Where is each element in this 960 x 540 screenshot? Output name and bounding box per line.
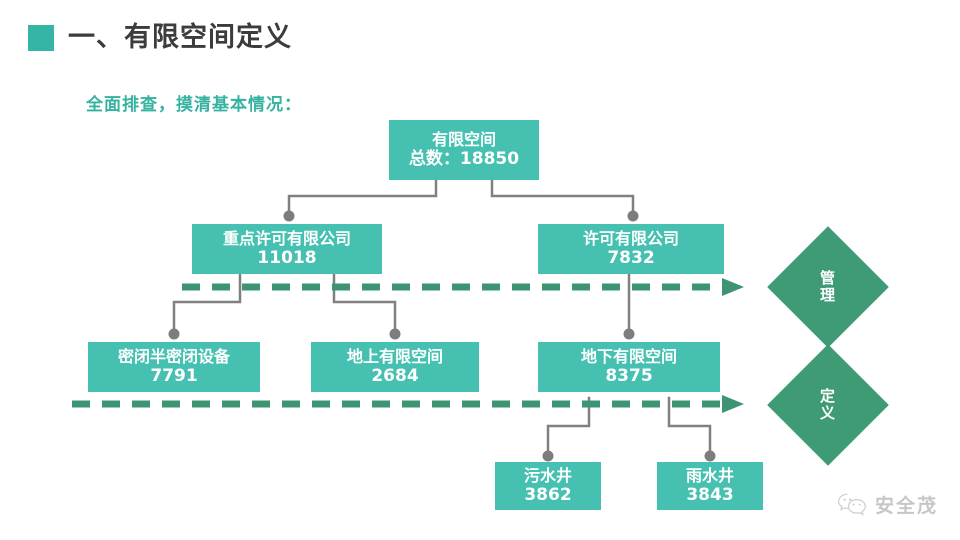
edge-root-to-key-perm [287, 178, 438, 216]
diamond-define-label: 定 义 [788, 362, 868, 448]
watermark-text: 安全茂 [874, 495, 938, 517]
edge-underground-to-rainwater [667, 396, 712, 456]
node-sealed-label: 密闭半密闭设备 [117, 346, 230, 366]
node-underground-value: 8375 [605, 366, 653, 386]
node-sewage-label: 污水井 [523, 465, 572, 485]
node-rainwater-value: 3843 [686, 485, 734, 505]
node-root[interactable]: 有限空间 总数：18850 [389, 120, 539, 180]
dot-underground [623, 328, 635, 340]
node-sealed[interactable]: 密闭半密闭设备 7791 [88, 342, 260, 392]
node-sewage-value: 3862 [524, 485, 572, 505]
node-sealed-value: 7791 [150, 366, 198, 386]
node-perm-value: 7832 [607, 248, 655, 268]
node-perm[interactable]: 许可有限公司 7832 [538, 224, 724, 274]
page-header: 一、有限空间定义 [28, 24, 292, 51]
edge-root-to-perm [490, 178, 635, 216]
dashed-arrow-define-head [722, 395, 744, 413]
header-bullet-square [28, 24, 54, 51]
node-root-label: 有限空间 [431, 129, 496, 149]
dot-sealed [168, 328, 180, 340]
dot-aboveground [389, 328, 401, 340]
node-key-perm-label: 重点许可有限公司 [222, 228, 351, 248]
diamond-manage-char2: 理 [819, 286, 836, 304]
node-aboveground-value: 2684 [371, 366, 419, 386]
diamond-define-char1: 定 [819, 386, 836, 405]
edge-key-perm-to-aboveground [332, 272, 397, 334]
edge-key-perm-to-sealed [172, 272, 242, 334]
page-title: 一、有限空间定义 [68, 22, 292, 53]
diamond-manage-label: 管 理 [788, 244, 868, 330]
node-sewage[interactable]: 污水井 3862 [495, 462, 601, 510]
node-rainwater[interactable]: 雨水井 3843 [657, 462, 763, 510]
diamond-manage-char1: 管 [819, 268, 836, 287]
dot-rainwater [704, 450, 716, 462]
node-key-perm-value: 11018 [257, 248, 317, 268]
dot-perm [627, 210, 639, 222]
node-aboveground[interactable]: 地上有限空间 2684 [311, 342, 479, 392]
dot-key-perm [283, 210, 295, 222]
dot-sewage [542, 450, 554, 462]
node-root-value: 总数：18850 [408, 149, 520, 169]
node-rainwater-label: 雨水井 [685, 465, 734, 485]
node-underground-label: 地下有限空间 [580, 346, 677, 366]
diamond-define-char2: 义 [819, 404, 836, 422]
node-key-perm[interactable]: 重点许可有限公司 11018 [192, 224, 382, 274]
page-subtitle: 全面排查，摸清基本情况： [86, 95, 302, 115]
edge-underground-to-sewage [546, 396, 591, 456]
edge-endpoint-dots [168, 210, 716, 462]
dashed-arrow-manage-head [722, 278, 744, 296]
wechat-icon [837, 493, 866, 515]
node-underground[interactable]: 地下有限空间 8375 [538, 342, 720, 392]
node-perm-label: 许可有限公司 [582, 228, 679, 248]
node-aboveground-label: 地上有限空间 [346, 346, 443, 366]
watermark: 安全茂 [837, 491, 938, 518]
